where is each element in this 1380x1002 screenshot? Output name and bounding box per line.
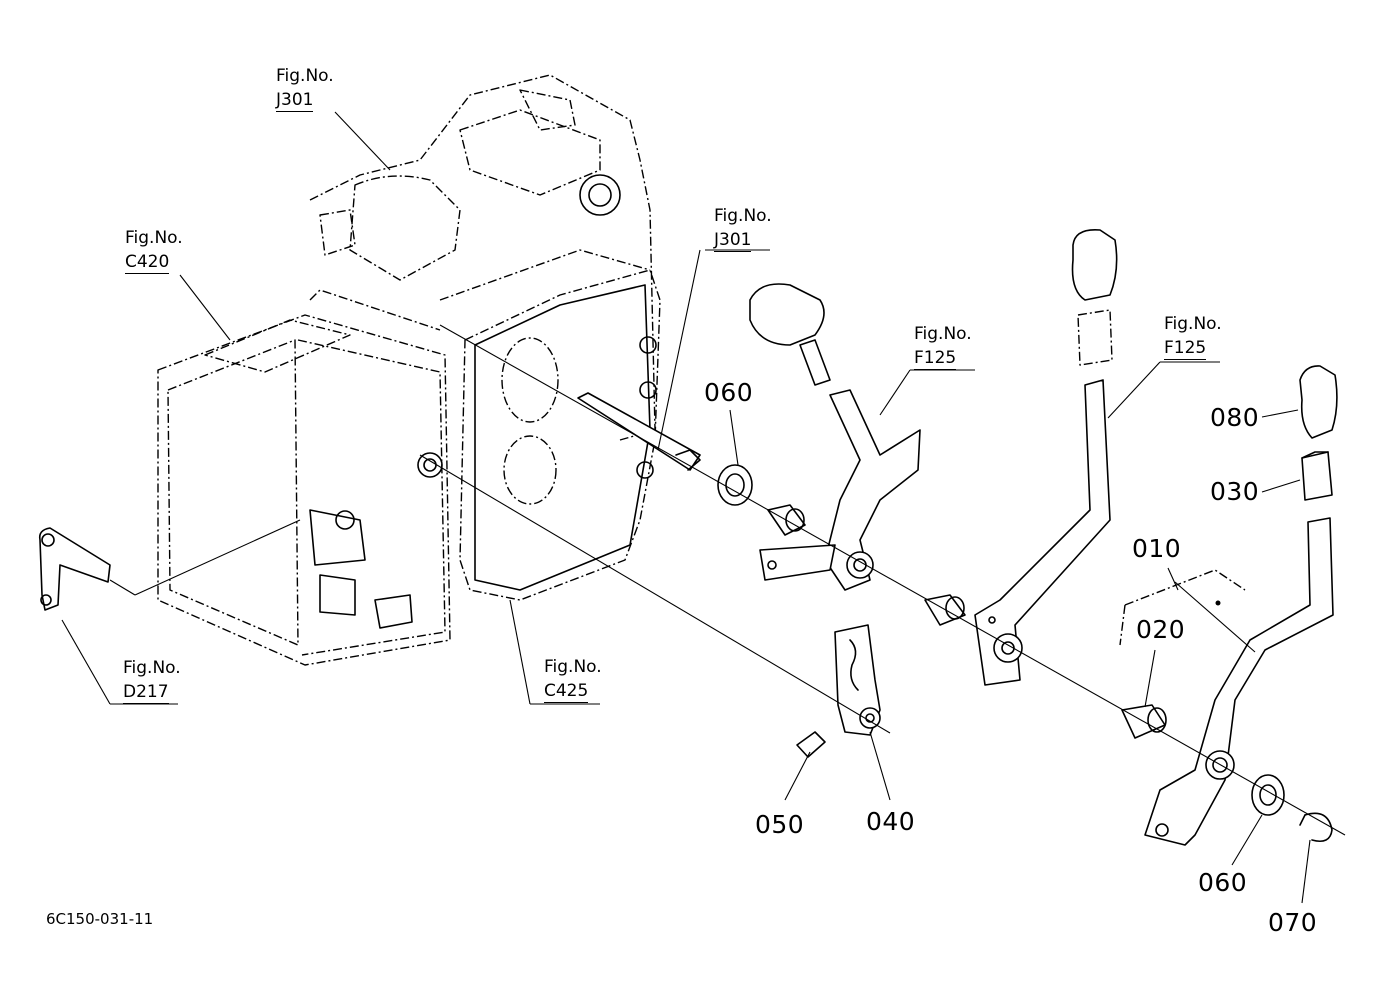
shaft-drawing [577,392,701,471]
assembly-010-bracket [1119,569,1246,646]
part-070-label: 070 [1268,908,1318,937]
seal-060-bottom-drawing [1251,774,1285,816]
clip-070-drawing [1299,812,1333,843]
pin-050-drawing [796,731,826,758]
ref-prefix: Fig.No. [714,206,772,226]
ref-prefix: Fig.No. [276,66,334,86]
ref-prefix: Fig.No. [544,657,602,677]
ref-j301-top-label: Fig.No. J301 [276,68,334,112]
ref-code: J301 [714,230,752,252]
ref-code: F125 [1164,338,1207,360]
part-010-label: 010 [1132,534,1182,563]
ref-f125-a-label: Fig.No. F125 [914,326,972,370]
grip-080-drawing [1299,365,1338,439]
rear-plate-drawing [459,269,661,601]
ref-c425-label: Fig.No. C425 [544,659,602,703]
transmission-case-drawing [157,289,451,666]
ref-prefix: Fig.No. [914,324,972,344]
f125-lever-a-drawing [749,283,921,591]
part-020-label: 020 [1136,615,1186,644]
part-050-label: 050 [755,810,805,839]
engine-block-drawing [309,74,656,441]
part-080-label: 080 [1210,403,1260,432]
seal-060-top-drawing [717,464,753,506]
leader-lines [61,111,1311,904]
ref-j301-mid-label: Fig.No. J301 [714,208,772,252]
ref-code: D217 [123,682,169,704]
part-030-label: 030 [1210,477,1260,506]
part-060-bottom-label: 060 [1198,868,1248,897]
ref-code: J301 [276,90,314,112]
assembly-axis-lines [109,324,1346,836]
lever-010-drawing [1144,517,1334,846]
ref-prefix: Fig.No. [125,228,183,248]
cross-shaft-arm-drawing [38,527,111,611]
ref-code: F125 [914,348,957,370]
ref-prefix: Fig.No. [1164,314,1222,334]
arm-040-drawing [834,624,881,736]
part-060-top-label: 060 [704,378,754,407]
insert-030-drawing [1301,451,1333,501]
ref-c420-label: Fig.No. C420 [125,230,183,274]
drawing-number: 6C150-031-11 [46,910,154,928]
f125-lever-b-drawing [974,228,1118,686]
ref-prefix: Fig.No. [123,658,181,678]
part-040-label: 040 [866,807,916,836]
ref-code: C425 [544,681,589,703]
ref-f125-b-label: Fig.No. F125 [1164,316,1222,360]
ref-code: C420 [125,252,170,274]
ref-d217-label: Fig.No. D217 [123,660,181,704]
